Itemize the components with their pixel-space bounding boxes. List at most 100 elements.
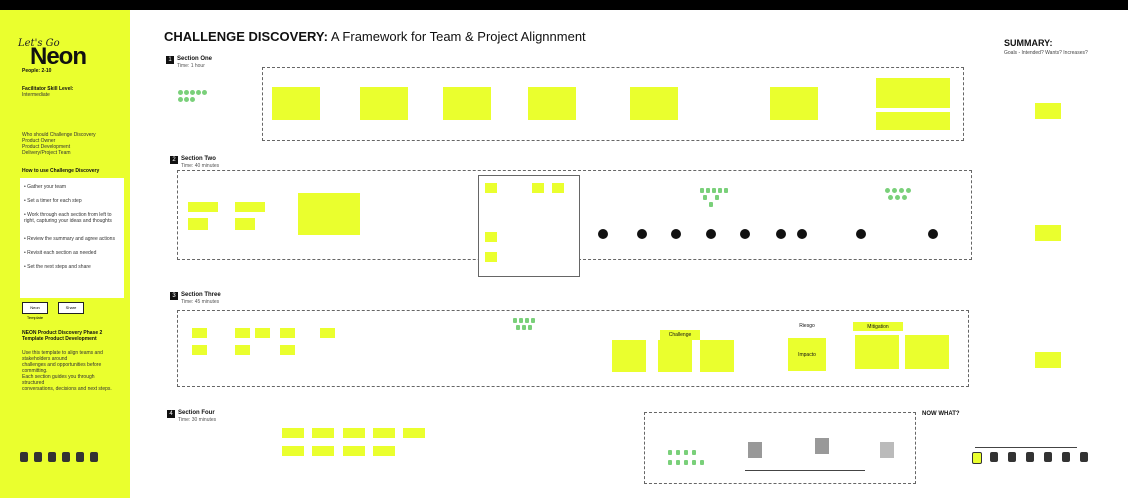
check-icon: [1080, 452, 1088, 462]
sticky-note[interactable]: [770, 87, 818, 120]
sticky-note[interactable]: [280, 345, 295, 355]
vote-dot: [899, 188, 904, 193]
people-icon: [20, 452, 28, 462]
vote-marker: [712, 188, 716, 193]
sticky-note[interactable]: [532, 183, 544, 193]
vote-marker: [528, 325, 532, 330]
sticky-note[interactable]: [360, 87, 408, 120]
sticky-text: Mitigation: [867, 324, 889, 330]
timeline-node: [856, 229, 866, 239]
sticky-note[interactable]: [485, 183, 497, 193]
howto-box: • Gather your team • Set a timer for eac…: [20, 178, 124, 298]
summary-sticky[interactable]: [1035, 103, 1061, 119]
sticky-note[interactable]: [443, 87, 491, 120]
section-time: Time: 1 hour: [177, 63, 205, 69]
vote-dot: [902, 195, 907, 200]
vote-dot: [190, 97, 195, 102]
vote-dot: [178, 97, 183, 102]
sticky-note[interactable]: [280, 328, 295, 338]
section-time: Time: 45 minutes: [181, 299, 220, 305]
connector-line: [975, 447, 1077, 448]
section3-frame[interactable]: [177, 310, 969, 387]
sticky-note[interactable]: [235, 202, 265, 212]
section-line: Who should Challenge Discovery: [22, 132, 96, 138]
sticky-note[interactable]: [188, 202, 218, 212]
sticky-note[interactable]: [528, 87, 576, 120]
sticky-note[interactable]: [373, 446, 395, 456]
sticky-note[interactable]: [876, 78, 950, 108]
sticky-note[interactable]: [876, 112, 950, 130]
thumb-icon: [1044, 452, 1052, 462]
sticky-note[interactable]: [855, 335, 899, 369]
sidebar: Let's Go Neon People: 2-10 Facilitator S…: [0, 10, 130, 498]
avatar-photo: [880, 442, 894, 458]
sticky-note[interactable]: [255, 328, 270, 338]
sticky-note[interactable]: [485, 232, 497, 242]
sticky-note[interactable]: [188, 218, 208, 230]
people-icon: [972, 452, 982, 464]
section4-frame[interactable]: [644, 412, 916, 484]
vote-marker: [706, 188, 710, 193]
sticky-note[interactable]: [320, 328, 335, 338]
sticky-note[interactable]: [312, 428, 334, 438]
sticky-note[interactable]: [192, 345, 207, 355]
sticky-note[interactable]: [658, 340, 692, 372]
sidebar-icon-row: [20, 452, 120, 470]
clock-icon: [34, 452, 42, 462]
share-button[interactable]: Share: [58, 302, 84, 314]
vote-marker: [724, 188, 728, 193]
vote-marker: [684, 460, 688, 465]
vote-dot: [892, 188, 897, 193]
chat-icon: [1008, 452, 1016, 462]
sticky-note[interactable]: [373, 428, 395, 438]
sticky-note[interactable]: [282, 446, 304, 456]
neon-logo: Let's Go Neon: [18, 38, 98, 70]
sticky-note[interactable]: [272, 87, 320, 120]
sticky-note[interactable]: [700, 340, 734, 372]
howto-item: • Revisit each section as needed: [24, 250, 97, 256]
sticky-note[interactable]: [235, 218, 255, 230]
vote-marker: [668, 460, 672, 465]
vote-marker: [700, 460, 704, 465]
sticky-note[interactable]: [485, 252, 497, 262]
sticky-note[interactable]: [192, 328, 207, 338]
star-icon: [76, 452, 84, 462]
summary-sticky[interactable]: [1035, 225, 1061, 241]
sticky-note[interactable]: [235, 328, 250, 338]
sticky-label[interactable]: Challenge: [660, 330, 700, 340]
template-button[interactable]: Neon Template: [22, 302, 48, 320]
sticky-label[interactable]: Mitigation: [853, 322, 903, 331]
vote-dot: [184, 90, 189, 95]
sticky-note[interactable]: [298, 193, 360, 235]
vote-marker: [513, 318, 517, 323]
footer-line: Each section guides you through structur…: [22, 374, 95, 386]
sticky-note[interactable]: [403, 428, 425, 438]
summary-sticky[interactable]: [1035, 352, 1061, 368]
sticky-note[interactable]: [905, 335, 949, 369]
sticky-note[interactable]: [312, 446, 334, 456]
timeline-line: [745, 470, 865, 471]
sticky-note[interactable]: [235, 345, 250, 355]
howto-item: • Work through each section from left to…: [24, 212, 112, 224]
footer-line: Use this template to align teams and sta…: [22, 350, 103, 362]
thumb-icon: [62, 452, 70, 462]
timeline-node: [928, 229, 938, 239]
howto-item: • Set a timer for each step: [24, 198, 82, 204]
howto-item: • Review the summary and agree actions: [24, 236, 115, 242]
sticky-note[interactable]: Impacto: [788, 338, 826, 371]
section-number: 4: [167, 410, 175, 418]
sticky-note[interactable]: [552, 183, 564, 193]
page-title: CHALLENGE DISCOVERY: A Framework for Tea…: [164, 29, 586, 44]
section-title: Section One: [177, 56, 213, 62]
facilitator-label: Facilitator Skill Level:: [22, 86, 74, 92]
howto-title: How to use Challenge Discovery: [22, 168, 100, 174]
logo-small-text: Let's Go: [18, 38, 60, 49]
footer-line: challenges and opportunities before comm…: [22, 362, 102, 374]
sticky-note[interactable]: [343, 428, 365, 438]
section-line: Product Owner: [22, 138, 56, 144]
section-time: Time: 30 minutes: [178, 417, 217, 423]
sticky-note[interactable]: [282, 428, 304, 438]
sticky-note[interactable]: [630, 87, 678, 120]
sticky-note[interactable]: [612, 340, 646, 372]
sticky-note[interactable]: [343, 446, 365, 456]
